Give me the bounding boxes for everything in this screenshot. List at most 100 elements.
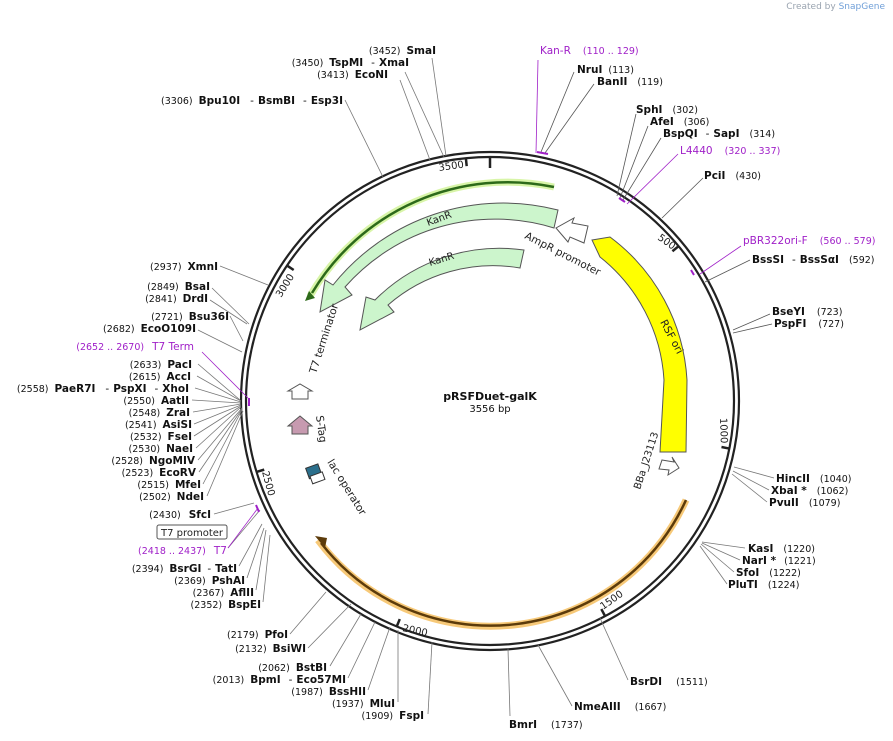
leader-line — [661, 177, 704, 219]
leader-line — [701, 542, 741, 561]
enzyme-sfci: (2430)SfcI — [149, 509, 211, 521]
enzyme-bmri: BmrI(1737) — [509, 719, 583, 731]
lac-operator-box-2 — [309, 471, 326, 485]
tick-label-2000: 2000 — [401, 623, 428, 639]
leader-line — [619, 125, 649, 199]
enzyme-ndei: (2502)NdeI — [139, 491, 204, 503]
leader-line — [535, 59, 539, 154]
enzyme-bpu10i: (3306)Bpu10I-BsmBI-Esp3I — [161, 95, 343, 107]
leader-line — [404, 71, 445, 158]
leader-line — [219, 265, 269, 286]
enzyme-bstbi: (2062)BstBI — [258, 662, 327, 674]
enzyme-asisi: (2541)AsiSI — [125, 419, 192, 431]
leader-line — [307, 603, 352, 649]
leader-line — [507, 648, 511, 717]
tick-label-1000: 1000 — [717, 418, 729, 444]
enzyme-paer7i: (2558)PaeR7I-PspXI-XhoI — [17, 383, 189, 395]
leader-line — [599, 617, 629, 681]
enzyme-hincii: HincII(1040) — [776, 473, 852, 485]
enzyme-banii: BanII(119) — [597, 76, 663, 88]
bba-j23113-label: BBa_J23113 — [632, 431, 661, 491]
enzyme-bpmi: (2013)BpmI-Eco57MI — [213, 674, 346, 686]
enzyme-bsai: (2849)BsaI — [147, 281, 210, 293]
leader-line — [344, 99, 384, 178]
leader-line — [399, 79, 431, 161]
leader-line — [197, 329, 243, 353]
s-tag-arrow — [286, 415, 314, 435]
scale-tick — [464, 158, 468, 167]
leader-line — [202, 409, 243, 485]
s-tag-label: S-Tag — [313, 415, 329, 444]
rsf-ori-arrow — [591, 236, 688, 453]
kanr-arrow-2 — [359, 247, 525, 331]
t7-terminator-arrow — [286, 383, 314, 400]
enzyme-ecoo109i: (2682)EcoO109I — [103, 323, 196, 335]
leader-line — [255, 529, 267, 591]
leader-line — [197, 407, 243, 461]
bba-j23113-arrow — [658, 456, 680, 477]
enzyme-pvuii: PvuII(1079) — [769, 497, 840, 509]
leader-line — [193, 404, 242, 425]
enzyme-labels-right: NruI(113) BanII(119) SphI(302) AfeI(306)… — [509, 64, 875, 731]
primer-marks — [248, 151, 695, 513]
t7-promoter-label: T7 promoter — [160, 528, 224, 539]
leader-line — [193, 405, 242, 437]
enzyme-xbai: XbaI *(1062) — [771, 485, 848, 497]
enzyme-pfoi: (2179)PfoI — [227, 629, 288, 641]
plasmid-size: 3556 bp — [469, 404, 510, 415]
leader-line — [367, 626, 391, 691]
tick-label-3500: 3500 — [438, 160, 465, 174]
enzyme-mfei: (2515)MfeI — [137, 479, 201, 491]
leader-line — [732, 323, 773, 334]
leader-line — [540, 71, 575, 153]
enzyme-pcii: PciI(430) — [704, 170, 761, 182]
enzyme-aatii: (2550)AatII — [123, 395, 189, 407]
primer-labels: Kan-R(110 .. 129) L4440(320 .. 337) pBR3… — [76, 45, 875, 557]
galk-arrowhead — [315, 536, 327, 548]
enzyme-fspi: (1909)FspI — [362, 710, 424, 722]
enzyme-nari: NarI *(1221) — [742, 555, 816, 567]
leader-line — [196, 375, 242, 402]
leader-line — [544, 83, 595, 154]
leader-lines — [191, 57, 775, 717]
leader-line — [699, 545, 728, 585]
enzyme-ecorv: (2523)EcoRV — [122, 467, 197, 479]
leader-line — [701, 541, 746, 549]
enzyme-mlui: (1937)MluI — [332, 698, 395, 710]
enzyme-pshai: (2369)PshAI — [174, 575, 245, 587]
leader-line — [227, 507, 259, 549]
leader-line — [431, 57, 447, 157]
enzyme-kasi: KasI(1220) — [748, 543, 815, 555]
primer-l4440: L4440(320 .. 337) — [680, 145, 780, 157]
leader-line — [209, 299, 248, 325]
t7-promoter-box — [156, 524, 228, 540]
enzyme-tspmi: (3450)TspMI-XmaI — [292, 57, 409, 69]
tick-label-3000: 3000 — [274, 272, 297, 299]
leader-line — [195, 406, 242, 449]
enzyme-pluti: PluTI(1224) — [728, 579, 799, 591]
leader-line — [246, 527, 265, 579]
primer-kan-r: Kan-R(110 .. 129) — [540, 45, 639, 57]
enzyme-labels-left: (3452)SmaI (3450)TspMI-XmaI (3413)EcoNI … — [17, 45, 436, 722]
leader-line — [616, 113, 637, 197]
leader-line — [732, 313, 771, 331]
scale-ticks — [256, 158, 730, 627]
enzyme-naei: (2530)NaeI — [129, 443, 194, 455]
primer-pbr322ori-f: pBR322ori-F(560 .. 579) — [743, 235, 875, 247]
leader-line — [206, 410, 244, 497]
enzyme-bsrgi: (2394)BsrGI-TatI — [132, 563, 237, 575]
leader-line — [537, 644, 573, 707]
enzyme-smai: (3452)SmaI — [369, 45, 436, 57]
leader-line — [732, 470, 770, 491]
enzyme-aflii: (2367)AflII — [193, 587, 254, 599]
kanr-arrow-1 — [319, 202, 559, 313]
enzyme-econi: (3413)EcoNI — [317, 69, 388, 81]
enzyme-bsshii: (1987)BssHII — [291, 686, 366, 698]
leader-line — [704, 259, 751, 283]
leader-line — [622, 137, 662, 201]
leader-line — [211, 287, 250, 325]
leader-line — [626, 153, 679, 205]
enzyme-acci: (2615)AccI — [129, 371, 191, 383]
